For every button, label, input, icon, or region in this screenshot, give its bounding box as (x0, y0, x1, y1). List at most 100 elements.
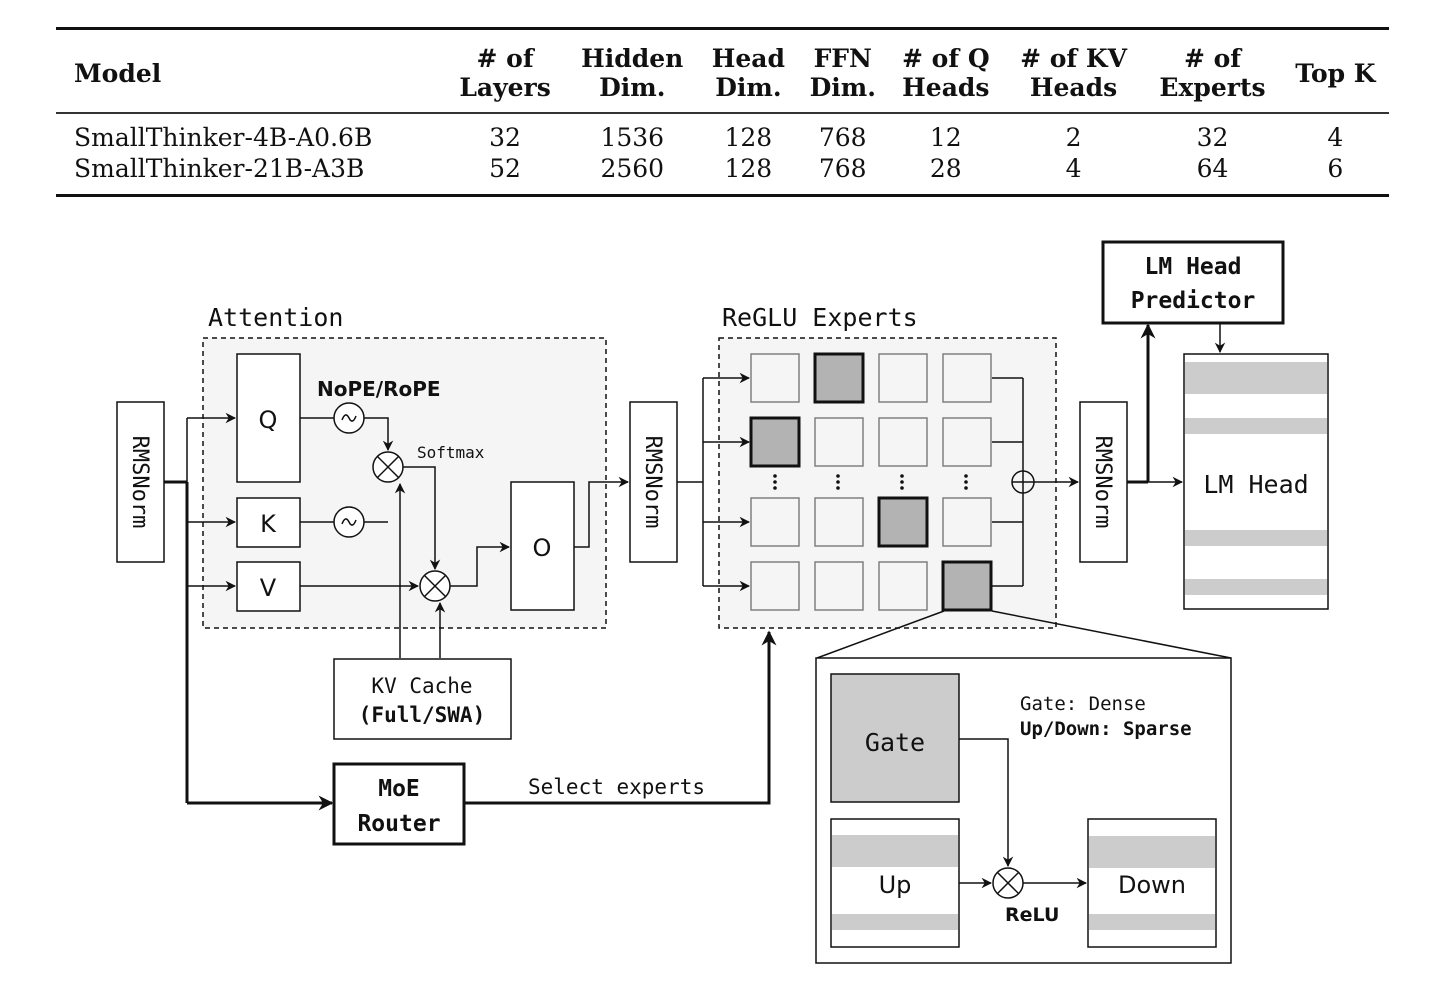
relu-label: ReLU (1005, 904, 1059, 926)
expert-inactive (750, 561, 800, 611)
experts-label: ReGLU Experts (722, 303, 918, 332)
o-label: O (533, 534, 552, 562)
table-cell: 1536 (600, 123, 665, 152)
expert-inactive (942, 417, 992, 467)
down-stripe (1089, 836, 1215, 868)
rmsnorm-1-label: RMSNorm (127, 436, 152, 529)
table-cell: 4 (1065, 154, 1082, 183)
table-cell: 64 (1196, 154, 1229, 183)
router-wiring (187, 630, 777, 811)
down-label: Down (1118, 871, 1186, 899)
down-matrix: Down (1087, 818, 1217, 948)
kv-cache: KV Cache (Full/SWA) (333, 658, 512, 740)
up-matrix: Up (830, 818, 960, 948)
sum-icon (1011, 470, 1035, 494)
column-header-line: Hidden (581, 44, 684, 73)
table-cell: 768 (818, 154, 867, 183)
column-header-line: FFN (813, 44, 872, 73)
k-label: K (260, 510, 277, 538)
moe-router: MoE Router (332, 762, 466, 846)
q-projection: Q (236, 353, 301, 483)
rmsnorm-1: RMSNorm (116, 401, 165, 563)
lm-head: LM Head (1183, 353, 1329, 610)
down-stripe (1089, 914, 1215, 930)
rmsnorm-2-label: RMSNorm (640, 436, 665, 529)
table-cell: 2 (1065, 123, 1082, 152)
gate-label: Gate (865, 728, 925, 757)
softmax-label: Softmax (417, 443, 485, 462)
ellipsis-icon (964, 474, 968, 490)
column-header-line: Head (711, 44, 785, 73)
updown-sparse-note: Up/Down: Sparse (1020, 718, 1192, 740)
up-label: Up (879, 871, 912, 899)
expert-inactive (878, 353, 928, 403)
model-name-cell: SmallThinker-4B-A0.6B (74, 123, 373, 152)
table-cell: 6 (1327, 154, 1344, 183)
kv-cache-label-line2: (Full/SWA) (359, 703, 485, 727)
predictor-label-line1: LM Head (1145, 254, 1242, 280)
k-projection: K (236, 497, 301, 548)
rope-q-icon (333, 402, 365, 434)
select-experts-label: Select experts (528, 775, 705, 799)
expert-zoom-callout (816, 610, 1232, 659)
table-cell: 32 (489, 123, 521, 152)
column-header: Model (56, 29, 445, 114)
table-cell: 128 (724, 154, 773, 183)
table-cell: 52 (489, 154, 521, 183)
column-header-line: # of KV (1020, 44, 1127, 73)
table-cell: 128 (724, 123, 773, 152)
rmsnorm-3-label: RMSNorm (1090, 436, 1115, 529)
expert-grid (749, 352, 993, 612)
column-header-line: # of (476, 44, 534, 73)
lm-head-wiring (1127, 323, 1226, 488)
expert-inactive (814, 561, 864, 611)
predictor-label-line2: Predictor (1131, 288, 1256, 314)
v-label: V (260, 574, 277, 602)
expert-detail-wiring (959, 738, 1088, 889)
rope-k-icon (333, 506, 365, 538)
table-cell: 12 (929, 123, 962, 152)
column-header-line: Model (74, 58, 162, 88)
moe-router-label-line2: Router (357, 811, 440, 837)
up-stripe (832, 835, 958, 867)
lm-head-label: LM Head (1203, 470, 1308, 499)
lm-head-stripe (1185, 418, 1327, 434)
expert-inactive (750, 497, 800, 547)
o-projection: O (510, 481, 575, 611)
table-cell: 32 (1196, 123, 1229, 152)
rmsnorm-2: RMSNorm (629, 401, 678, 563)
column-header-line: # of Q (902, 44, 990, 73)
column-header-line: Dim. (715, 73, 782, 102)
expert-inactive (878, 417, 928, 467)
pos-encoding-label: NoPE/RoPE (317, 377, 441, 401)
expert-detail-panel: Gate Up Down ReLU Gate: Dense Up/Down: S… (815, 657, 1232, 964)
column-header-line: Heads (1029, 73, 1118, 102)
lm-head-stripe (1185, 530, 1327, 546)
column-header-line: Layers (459, 73, 551, 102)
gate-dense-note: Gate: Dense (1020, 693, 1146, 715)
relu-multiply-icon (992, 867, 1024, 899)
attention-wiring (164, 412, 630, 803)
ellipsis-icon (773, 474, 777, 490)
table-cell: 28 (929, 154, 962, 183)
table-cell: 4 (1327, 123, 1344, 152)
column-header: Top K (1282, 29, 1389, 114)
model-name-cell: SmallThinker-21B-A3B (74, 154, 365, 183)
expert-inactive (942, 353, 992, 403)
expert-inactive (750, 353, 800, 403)
column-header-line: Top K (1295, 58, 1376, 88)
expert-inactive (878, 561, 928, 611)
expert-inactive (942, 497, 992, 547)
q-label: Q (259, 406, 278, 434)
